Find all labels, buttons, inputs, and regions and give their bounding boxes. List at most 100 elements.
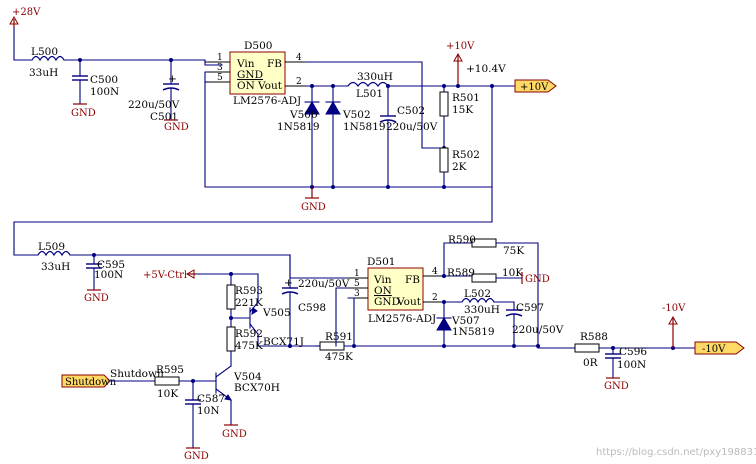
resistor-R593: R593 221K	[226, 273, 263, 319]
D500-vin: Vin	[236, 58, 255, 70]
C587-ref: C587	[197, 393, 225, 405]
L509-ref: L509	[38, 241, 65, 253]
C501-plus: +	[168, 73, 177, 85]
D501-fb: FB	[405, 274, 420, 286]
gnd-label: GND	[71, 108, 96, 119]
C598-plus: +	[284, 277, 293, 289]
D500-fb: FB	[267, 58, 282, 70]
V502-value: 1N5819	[343, 121, 386, 133]
R591-value: 475K	[325, 351, 353, 363]
C598-value: 220u/50V	[298, 278, 350, 290]
power-10v-flag: +10V	[446, 41, 475, 86]
D501-vin: Vin	[373, 274, 392, 286]
gnd-label: GND	[222, 429, 247, 440]
resistor-R595: R595 10K	[154, 364, 184, 400]
R595-ref: R595	[156, 364, 184, 376]
wire-gnd-return	[204, 71, 209, 188]
R502-value: 2K	[452, 161, 467, 173]
D500-ref: D500	[244, 40, 272, 52]
transistor-V505: V505 BCX71J	[230, 291, 321, 348]
L502-ref: L502	[464, 288, 491, 300]
wire-cross-feed	[13, 85, 493, 256]
L500-ref: L500	[31, 46, 58, 58]
C587-value: 10N	[197, 405, 220, 417]
D501-pin4: 4	[432, 267, 438, 277]
power-10v-label: +10V	[446, 41, 475, 52]
capacitor-C596: C596 100N GND	[604, 346, 647, 392]
V505-ref: V505	[262, 307, 291, 319]
R502-ref: R502	[452, 149, 480, 161]
wire-fb	[305, 61, 445, 149]
capacitor-C587: C587 10N GND	[184, 380, 225, 462]
gnd-label: GND	[84, 293, 109, 304]
C501-value: 220u/50V	[128, 99, 180, 111]
L501-value: 330uH	[357, 71, 393, 83]
power-5v-ctrl: +5V-Ctrl	[143, 269, 196, 281]
gnd-label: GND	[525, 274, 550, 285]
port-m10v-label: -10V	[702, 344, 726, 355]
ic-D501: D501 LM2576-ADJ Vin FB ON GND Vout 1 5 3…	[348, 256, 444, 325]
R589-ref: R589	[447, 267, 475, 279]
V500-value: 1N5819	[277, 121, 320, 133]
inductor-L509: L509 33uH	[37, 241, 71, 273]
D501-gnd: GND	[374, 296, 400, 308]
D500-part: LM2576-ADJ	[233, 95, 301, 107]
V502-ref: V502	[342, 109, 371, 121]
D501-pin1: 1	[354, 269, 360, 279]
resistor-R588: R588 0R	[574, 331, 608, 369]
V504-value: BCX70H	[234, 382, 280, 394]
D501-pin2: 2	[432, 293, 438, 303]
transistor-V504: V504 BCX70H GND	[215, 365, 280, 440]
gnd-label: GND	[164, 122, 189, 133]
D500-pin1: 1	[217, 53, 223, 63]
R501-ref: R501	[452, 92, 480, 104]
R592-value: 475K	[235, 340, 263, 352]
inductor-L502: L502 330uH	[461, 288, 500, 316]
port-10v-label: +10V	[520, 82, 549, 93]
power-m10v-label: -10V	[662, 303, 686, 314]
D500-vout: Vout	[257, 80, 283, 92]
diode-V507: V507 1N5819	[436, 301, 495, 347]
V507-ref: V507	[451, 315, 480, 327]
watermark: https://blog.csdn.net/pxy198831	[596, 447, 756, 458]
capacitor-C501: + 220u/50V C501 GND	[128, 59, 189, 133]
capacitor-C500: C500 100N GND	[71, 59, 119, 119]
power-28v-label: +28V	[12, 7, 41, 18]
R592-ref: R592	[235, 328, 263, 340]
wire-5v-ctrl	[195, 273, 259, 293]
capacitor-C597: C597 220u/50V	[505, 302, 564, 347]
C500-value: 100N	[90, 86, 119, 98]
R501-value: 15K	[452, 104, 473, 116]
inductor-L500: L500 33uH	[29, 46, 65, 79]
R588-ref: R588	[580, 331, 608, 343]
C598-ref: C598	[298, 302, 326, 314]
port-shutdown-label: Shutdown	[65, 377, 117, 388]
C500-ref: C500	[90, 74, 118, 86]
C502-value: 220u/50V	[386, 121, 438, 133]
V507-value: 1N5819	[452, 326, 495, 338]
gnd-label: GND	[184, 451, 209, 462]
gnd-label: GND	[604, 381, 629, 392]
D500-pin3: 3	[217, 63, 223, 73]
D500-pin2: 2	[296, 77, 302, 87]
L500-value: 33uH	[29, 67, 58, 79]
C502-ref: C502	[397, 105, 425, 117]
diode-V500: V500 1N5819	[277, 85, 320, 188]
power-28v: +28V	[9, 7, 41, 28]
D500-pin4: 4	[296, 53, 302, 63]
resistor-R589: R589 10K	[447, 267, 523, 283]
C595-value: 100N	[94, 269, 123, 281]
D500-gnd: GND	[237, 69, 263, 81]
R591-ref: R591	[325, 331, 353, 343]
capacitor-C502: C502 220u/50V	[379, 85, 438, 188]
R595-value: 10K	[157, 388, 178, 400]
net-shutdown-label: Shutdown	[110, 368, 164, 380]
D500-pin5: 5	[217, 73, 223, 83]
C596-value: 100N	[617, 359, 646, 371]
L509-value: 33uH	[41, 261, 70, 273]
C595-ref: C595	[97, 259, 125, 271]
C597-value: 220u/50V	[512, 324, 564, 336]
power-m10v-flag: -10V	[662, 303, 686, 348]
net-10v4-label: +10.4V	[466, 63, 506, 75]
